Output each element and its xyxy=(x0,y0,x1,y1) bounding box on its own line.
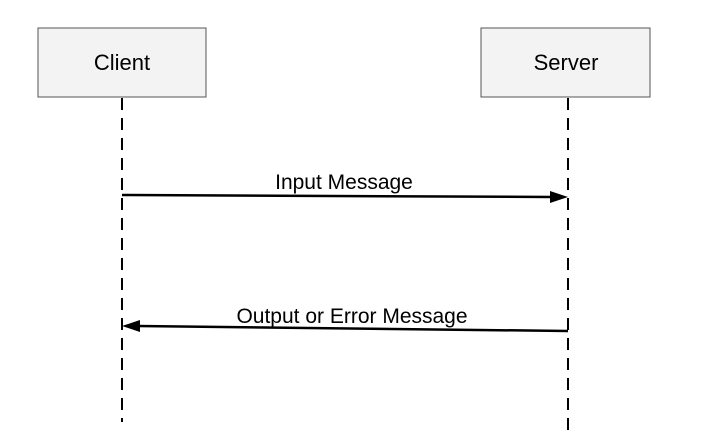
input-message-arrowhead xyxy=(550,191,568,203)
output-message-arrowhead xyxy=(122,320,140,332)
output-message-line xyxy=(137,324,569,333)
output-message-label: Output or Error Message xyxy=(236,305,467,328)
input-message-label: Input Message xyxy=(275,171,413,194)
server-actor-label: Server xyxy=(534,50,599,75)
client-actor-label: Client xyxy=(94,50,150,75)
client-actor: Client xyxy=(37,27,207,98)
client-actor-box xyxy=(37,27,207,98)
output-message: Output or Error Message xyxy=(122,305,569,333)
server-actor: Server xyxy=(480,27,651,98)
server-actor-box xyxy=(480,27,651,98)
input-message-line xyxy=(121,193,553,199)
input-message: Input Message xyxy=(121,171,568,203)
